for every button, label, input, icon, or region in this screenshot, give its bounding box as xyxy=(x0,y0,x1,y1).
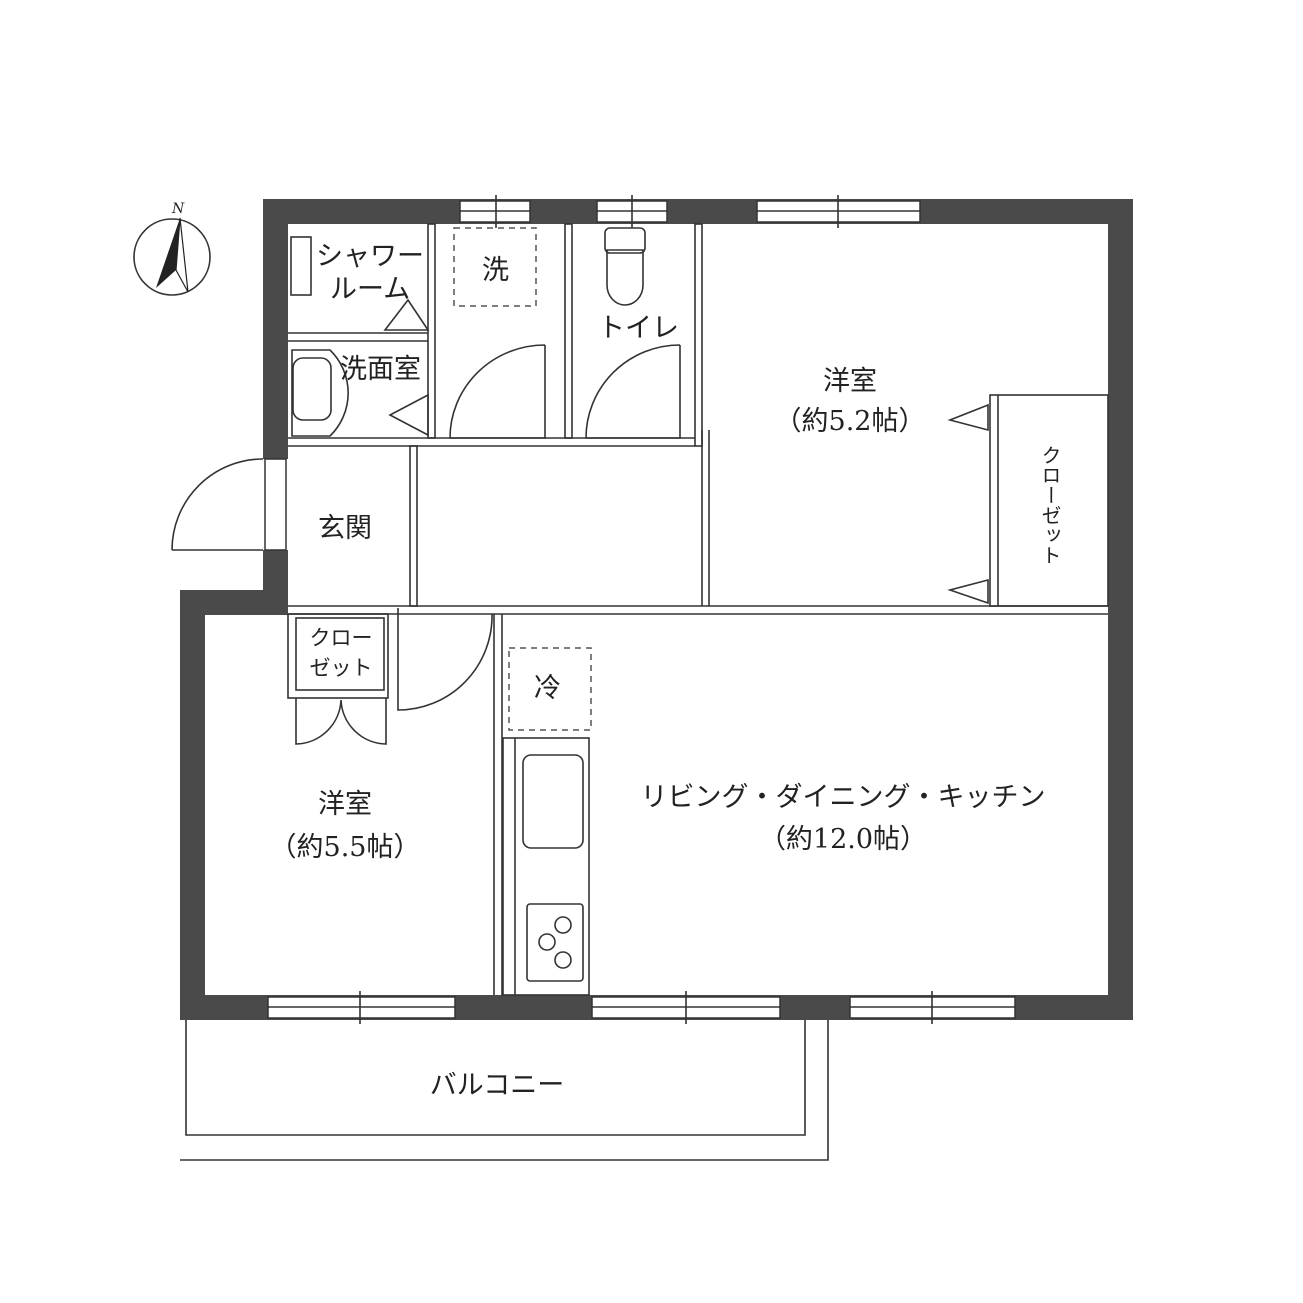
balcony-label: バルコニー xyxy=(430,1070,564,1101)
ldk-label: リビング・ダイニング・キッチン xyxy=(641,782,1046,813)
ldk-size: （約12.0帖） xyxy=(759,824,927,855)
closet-east-label: クローゼット xyxy=(1038,445,1062,565)
western-room-north-size: （約5.2帖） xyxy=(775,406,926,437)
north-compass-icon: N xyxy=(133,201,211,296)
washroom-label: 洗面室 xyxy=(340,354,421,385)
western-room-north-label: 洋室 xyxy=(823,366,877,397)
shower-room-label-1: シャワー xyxy=(316,241,424,272)
interior-partitions xyxy=(180,223,1109,1161)
fridge-label: 冷 xyxy=(534,673,561,704)
closet-west-label-2: ゼット xyxy=(310,656,373,680)
compass-north-label: N xyxy=(171,201,185,217)
windows xyxy=(267,195,1016,1024)
toilet-label: トイレ xyxy=(598,313,679,344)
entrance-door xyxy=(171,458,287,551)
entrance-label: 玄関 xyxy=(318,513,372,544)
western-room-south-label: 洋室 xyxy=(318,789,372,820)
shower-room-label-2: ルーム xyxy=(330,274,410,305)
washer-label: 洗 xyxy=(482,255,509,286)
western-room-south-size: （約5.5帖） xyxy=(270,832,421,863)
closet-west-label-1: クロー xyxy=(310,626,373,650)
